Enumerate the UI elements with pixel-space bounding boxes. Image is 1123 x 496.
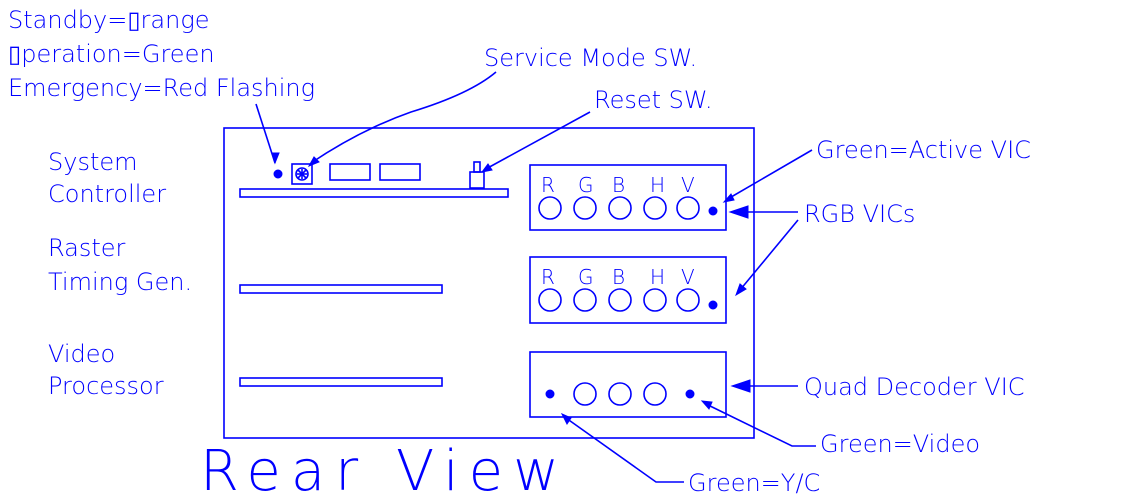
- active-led-bottom: [708, 300, 718, 310]
- label-reset-sw: Reset SW.: [594, 86, 713, 114]
- channel-label: H: [650, 265, 665, 289]
- video-processor-slot: [239, 377, 443, 387]
- rgb-channel-labels-bottom: R G B H V: [541, 265, 695, 289]
- label-green-yc: Green=Y/C: [688, 469, 820, 496]
- status-led: [273, 169, 283, 179]
- label-rgb-vics: RGB VICs: [804, 200, 915, 228]
- channel-label: B: [612, 265, 625, 289]
- label-controller: Controller: [48, 180, 166, 208]
- channel-label: V: [681, 265, 695, 289]
- channel-label: B: [612, 173, 625, 197]
- label-green-video: Green=Video: [820, 430, 980, 458]
- label-service-mode-sw: Service Mode SW.: [484, 44, 697, 72]
- channel-label: V: [681, 173, 695, 197]
- active-led-top: [708, 206, 718, 216]
- port-connector-1: [329, 163, 371, 181]
- label-video: Video: [48, 340, 115, 368]
- label-system: System: [48, 148, 138, 176]
- bnc-connector: [643, 382, 667, 406]
- bnc-connector: [676, 288, 700, 312]
- label-active-vic: Green=Active VIC: [816, 136, 1031, 164]
- bnc-connector: [538, 288, 562, 312]
- bnc-connector: [676, 196, 700, 220]
- leader-lines: [255, 71, 816, 483]
- system-controller-slot: [239, 188, 509, 198]
- bnc-connector: [538, 196, 562, 220]
- channel-label: G: [578, 265, 594, 289]
- legend-standby: Standby=▯range: [8, 6, 210, 34]
- channel-label: H: [650, 173, 665, 197]
- bnc-connector: [608, 196, 632, 220]
- yc-led: [545, 389, 555, 399]
- chassis-outline: [223, 127, 755, 439]
- reset-switch[interactable]: [469, 161, 485, 189]
- label-quad-decoder-vic: Quad Decoder VIC: [804, 373, 1025, 401]
- bnc-connector: [643, 196, 667, 220]
- service-mode-switch[interactable]: [291, 163, 313, 185]
- rgb-channel-labels-top: R G B H V: [541, 173, 695, 197]
- page-title: Rear View: [200, 439, 569, 496]
- bnc-connector: [573, 288, 597, 312]
- label-raster: Raster: [48, 234, 126, 262]
- bnc-connector: [573, 196, 597, 220]
- channel-label: G: [578, 173, 594, 197]
- bnc-connector: [643, 288, 667, 312]
- bnc-connector: [608, 288, 632, 312]
- label-timing-gen: Timing Gen.: [48, 268, 192, 296]
- bnc-connector: [608, 382, 632, 406]
- bnc-connector: [573, 382, 597, 406]
- raster-timing-slot: [239, 284, 443, 294]
- video-led: [685, 389, 695, 399]
- rgb-vic-panel-bottom: [529, 256, 727, 324]
- rgb-vic-panel-top: [529, 164, 727, 231]
- legend-operation: ▯peration=Green: [8, 40, 215, 68]
- channel-label: R: [541, 265, 555, 289]
- quad-decoder-panel: [529, 351, 727, 418]
- port-connector-2: [379, 163, 421, 181]
- channel-label: R: [541, 173, 555, 197]
- label-processor: Processor: [48, 372, 164, 400]
- legend-emergency: Emergency=Red Flashing: [8, 74, 315, 102]
